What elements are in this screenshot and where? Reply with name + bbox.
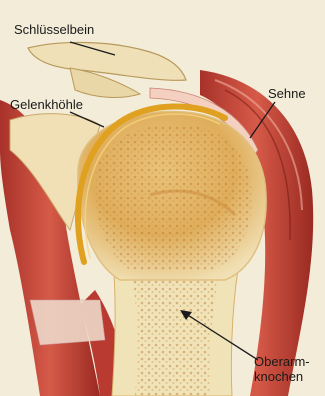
left-muscle-tendon: [30, 300, 105, 345]
label-humerus-line1: Oberarm-: [254, 354, 310, 369]
label-glenoid: Gelenkhöhle: [10, 97, 83, 112]
label-tendon: Sehne: [268, 86, 306, 101]
label-humerus: Oberarm- knochen: [254, 354, 310, 384]
label-humerus-line2: knochen: [254, 369, 310, 384]
label-collarbone: Schlüsselbein: [14, 22, 94, 37]
